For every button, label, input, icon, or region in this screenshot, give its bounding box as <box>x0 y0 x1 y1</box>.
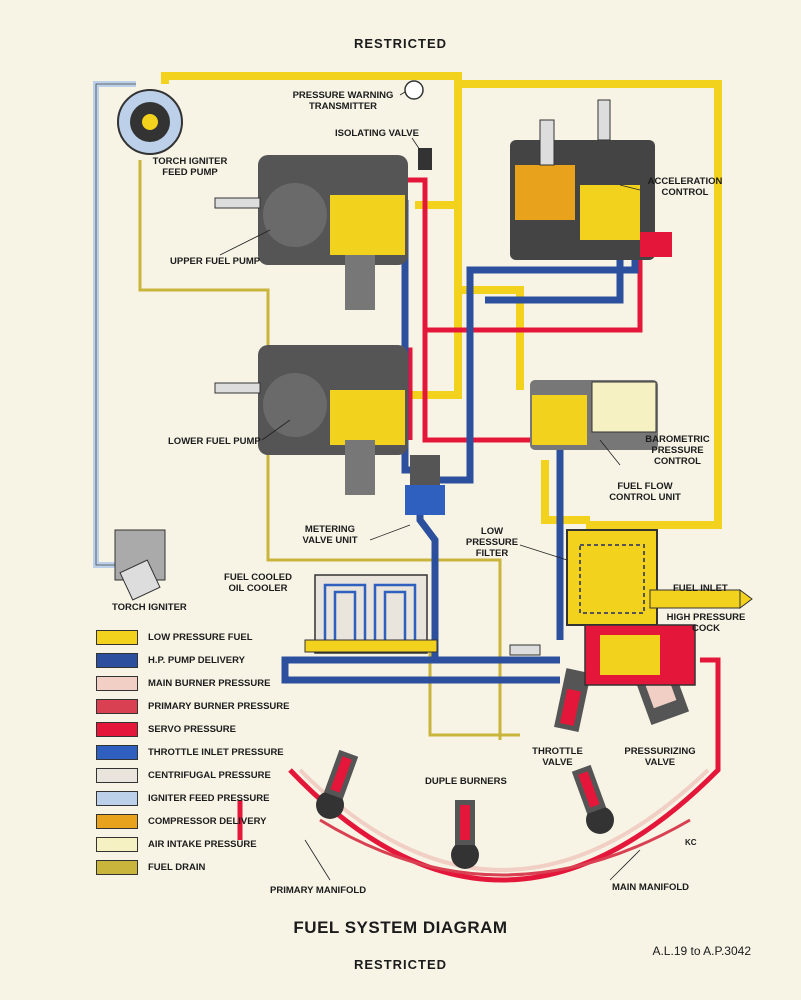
header-restricted-bottom: RESTRICTED <box>353 957 448 972</box>
isolating-valve <box>418 148 432 170</box>
legend-item: PRIMARY BURNER PRESSURE <box>96 698 290 714</box>
low-pressure-lines <box>161 72 722 535</box>
igniter-feed-line <box>93 81 136 568</box>
legend-swatch <box>96 629 138 645</box>
legend-swatch <box>96 790 138 806</box>
label-fuel-cooled-oil-cooler: FUEL COOLED OIL COOLER <box>224 572 292 594</box>
header-restricted-top: RESTRICTED <box>353 36 448 51</box>
fuel-flow-control-unit <box>530 380 658 450</box>
legend-swatch <box>96 767 138 783</box>
label-torch-igniter-feed-pump: TORCH IGNITER FEED PUMP <box>152 156 228 178</box>
legend-item: CENTRIFUGAL PRESSURE <box>96 767 271 783</box>
fuel-drain-line-2 <box>428 640 520 737</box>
label-metering-valve-unit: METERING VALVE UNIT <box>302 524 358 546</box>
label-lower-fuel-pump: LOWER FUEL PUMP <box>168 436 261 447</box>
legend-label: FUEL DRAIN <box>148 861 206 873</box>
label-isolating-valve: ISOLATING VALVE <box>335 128 419 139</box>
legend-label: CENTRIFUGAL PRESSURE <box>148 769 271 781</box>
acceleration-control <box>510 99 672 260</box>
label-primary-manifold: PRIMARY MANIFOLD <box>270 885 367 896</box>
legend-item: FUEL DRAIN <box>96 859 206 875</box>
diagram-title: FUEL SYSTEM DIAGRAM <box>293 918 508 937</box>
legend-label: IGNITER FEED PRESSURE <box>148 792 270 804</box>
primary-manifold <box>319 818 691 877</box>
legend-item: LOW PRESSURE FUEL <box>96 629 253 645</box>
document-reference: A.L.19 to A.P.3042 <box>652 944 751 958</box>
label-duple-burners: DUPLE BURNERS <box>425 776 507 787</box>
torch-igniter-feed-pump <box>117 89 183 155</box>
legend-swatch <box>96 744 138 760</box>
label-throttle-valve: THROTTLE VALVE <box>532 746 583 768</box>
label-low-pressure-filter: LOW PRESSURE FILTER <box>465 526 519 559</box>
duple-burners <box>316 749 614 869</box>
main-manifold <box>288 657 721 883</box>
torch-igniter <box>114 529 166 601</box>
legend-item: COMPRESSOR DELIVERY <box>96 813 267 829</box>
label-pressurizing-valve: PRESSURIZING VALVE <box>624 746 696 768</box>
legend-label: COMPRESSOR DELIVERY <box>148 815 267 827</box>
legend-swatch <box>96 813 138 829</box>
low-pressure-filter <box>566 529 753 626</box>
lower-fuel-pump <box>214 345 408 495</box>
fuel-cooled-oil-cooler <box>304 574 438 654</box>
label-acceleration-control: ACCELERATION CONTROL <box>647 176 723 198</box>
hp-delivery-lines <box>281 200 639 684</box>
legend-swatch <box>96 836 138 852</box>
leader-lines <box>219 91 641 881</box>
legend-item: H.P. PUMP DELIVERY <box>96 652 245 668</box>
label-torch-igniter: TORCH IGNITER <box>112 602 187 613</box>
label-barometric-pressure-control: BAROMETRIC PRESSURE CONTROL <box>645 434 710 467</box>
legend-swatch <box>96 721 138 737</box>
upper-fuel-pump <box>214 155 408 310</box>
legend-swatch <box>96 859 138 875</box>
legend-label: THROTTLE INLET PRESSURE <box>148 746 284 758</box>
legend-swatch <box>96 698 138 714</box>
legend-label: LOW PRESSURE FUEL <box>148 631 253 643</box>
legend-item: AIR INTAKE PRESSURE <box>96 836 257 852</box>
label-main-manifold: MAIN MANIFOLD <box>612 882 690 893</box>
legend-item: MAIN BURNER PRESSURE <box>96 675 271 691</box>
pressure-warning-transmitter <box>404 80 424 100</box>
high-pressure-cock <box>509 624 696 686</box>
legend-label: AIR INTAKE PRESSURE <box>148 838 257 850</box>
metering-valve-unit <box>405 455 445 515</box>
legend-label: H.P. PUMP DELIVERY <box>148 654 245 666</box>
label-fuel-flow-control-unit: FUEL FLOW CONTROL UNIT <box>609 481 681 503</box>
label-fuel-inlet: FUEL INLET <box>673 583 728 594</box>
legend-item: IGNITER FEED PRESSURE <box>96 790 270 806</box>
legend-swatch <box>96 675 138 691</box>
legend-label: SERVO PRESSURE <box>148 723 236 735</box>
label-upper-fuel-pump: UPPER FUEL PUMP <box>170 256 261 267</box>
legend-label: MAIN BURNER PRESSURE <box>148 677 271 689</box>
legend-label: PRIMARY BURNER PRESSURE <box>148 700 290 712</box>
legend-swatch <box>96 652 138 668</box>
label-high-pressure-cock: HIGH PRESSURE COCK <box>666 612 746 634</box>
throttle-valve <box>554 668 591 733</box>
legend-item: SERVO PRESSURE <box>96 721 236 737</box>
legend-item: THROTTLE INLET PRESSURE <box>96 744 284 760</box>
label-pressure-warning-transmitter: PRESSURE WARNING TRANSMITTER <box>292 90 394 112</box>
artist-initials: KC <box>685 838 697 847</box>
